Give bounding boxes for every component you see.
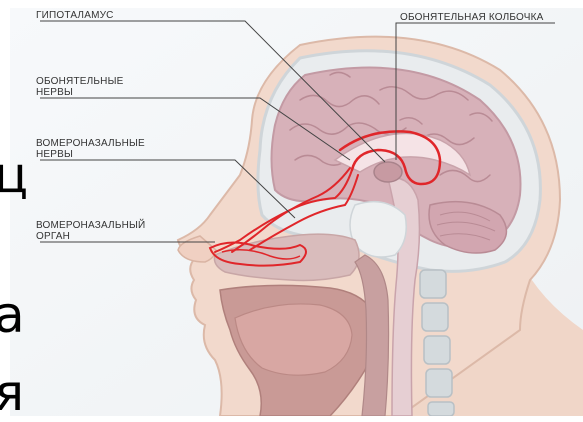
label-hypothalamus: ГИПОТАЛАМУС: [36, 10, 114, 21]
hypothalamus-shape: [374, 162, 402, 182]
overlay-char-1: ц: [0, 150, 28, 200]
label-olfactory-nerves: ОБОНЯТЕЛЬНЫЕ НЕРВЫ: [36, 76, 124, 98]
label-olfactory-bulb: ОБОНЯТЕЛЬНАЯ КОЛБОЧКА: [400, 12, 544, 23]
label-vomeronasal-nerves: ВОМЕРОНАЗАЛЬНЫЕ НЕРВЫ: [36, 138, 145, 160]
label-vomeronasal-organ: ВОМЕРОНАЗАЛЬНЫЙ ОРГАН: [36, 220, 145, 242]
overlay-char-3: я: [0, 368, 24, 418]
overlay-char-2: а: [0, 290, 25, 340]
